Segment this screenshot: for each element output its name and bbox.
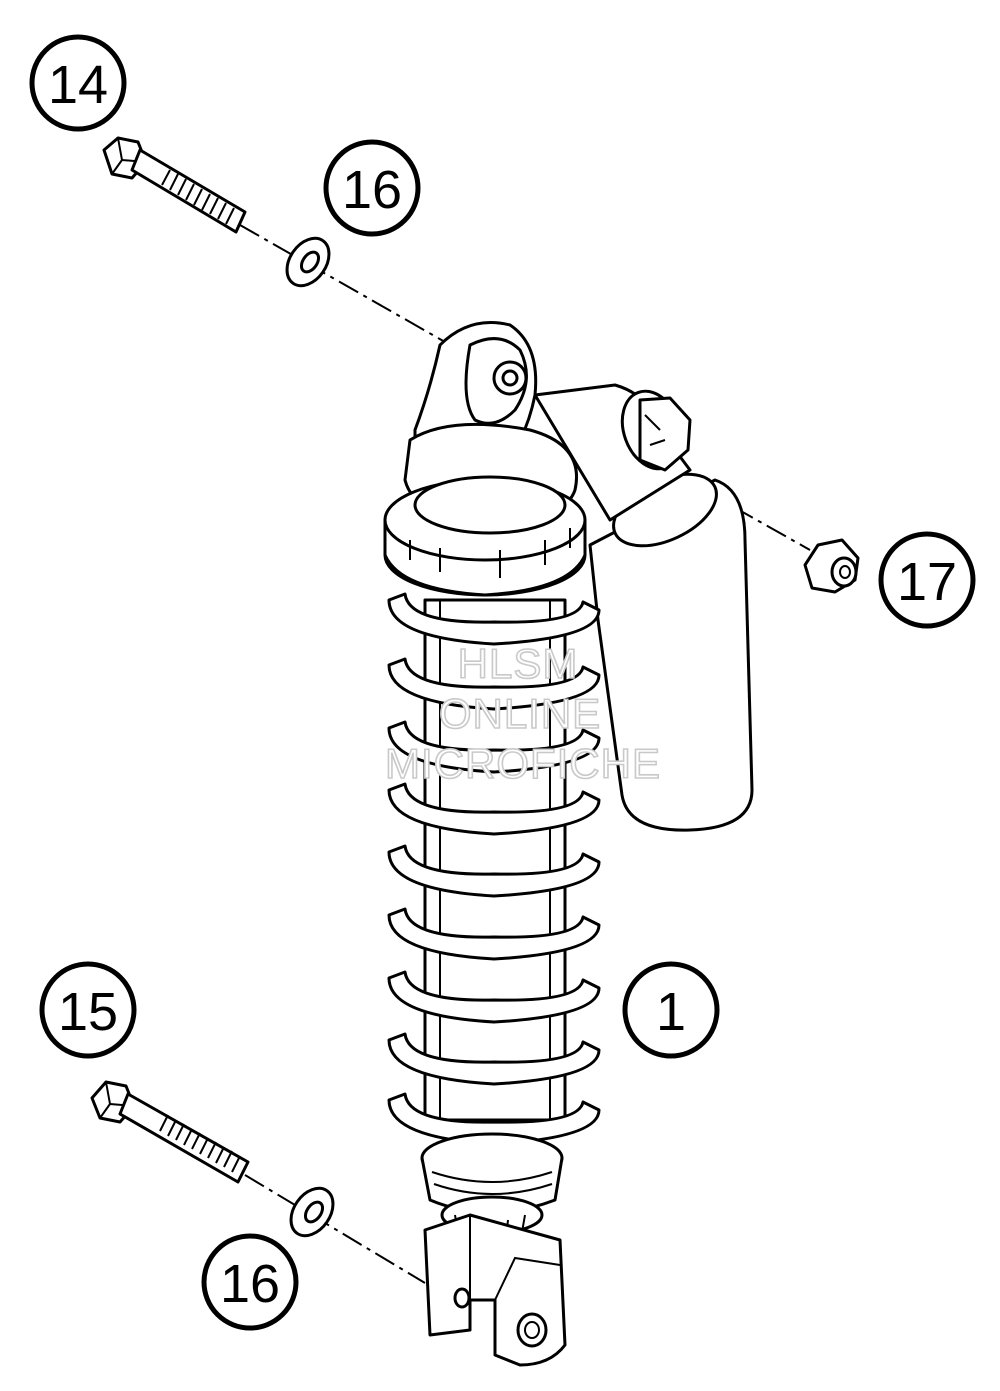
washer-16-top <box>285 236 331 288</box>
callout-17: 17 <box>878 531 976 629</box>
lower-spring-seat <box>420 1132 564 1240</box>
watermark-line-3: MICROFICHE <box>385 740 661 787</box>
bolt-15 <box>90 1080 250 1184</box>
callout-17-label: 17 <box>897 552 957 612</box>
spring-coil <box>387 592 601 646</box>
callout-16-bottom: 16 <box>201 1233 299 1331</box>
callout-14: 14 <box>29 34 127 132</box>
callout-16-top: 16 <box>323 139 421 237</box>
spring-preload-collar <box>383 475 587 597</box>
callout-14-label: 14 <box>48 55 108 115</box>
callout-16-top-label: 16 <box>342 160 402 220</box>
spring-coil <box>387 657 601 711</box>
callout-1-label: 1 <box>656 982 686 1042</box>
rebound-adjuster-knob <box>620 389 692 472</box>
callout-16-bottom-label: 16 <box>220 1254 280 1314</box>
spring-coil <box>387 970 601 1024</box>
spring-coil <box>387 907 601 961</box>
spring-coil <box>387 782 601 836</box>
nut-17 <box>803 538 860 594</box>
spring-coil <box>387 1032 601 1086</box>
spring-coil <box>387 720 601 774</box>
coil-spring <box>387 592 601 1146</box>
spring-coil <box>387 1092 601 1146</box>
washer-16-bottom <box>289 1186 335 1238</box>
callout-15-label: 15 <box>58 982 118 1042</box>
watermark-line-2: ONLINE <box>439 690 601 737</box>
bolt-14 <box>102 136 247 234</box>
watermark: HLSM ONLINE MICROFICHE <box>384 639 661 788</box>
callout-15: 15 <box>39 961 137 1059</box>
lower-clevis-mount <box>423 1213 567 1367</box>
spring-coil <box>387 844 601 898</box>
watermark-line-1: HLSM <box>458 640 579 687</box>
callout-1: 1 <box>622 961 720 1059</box>
